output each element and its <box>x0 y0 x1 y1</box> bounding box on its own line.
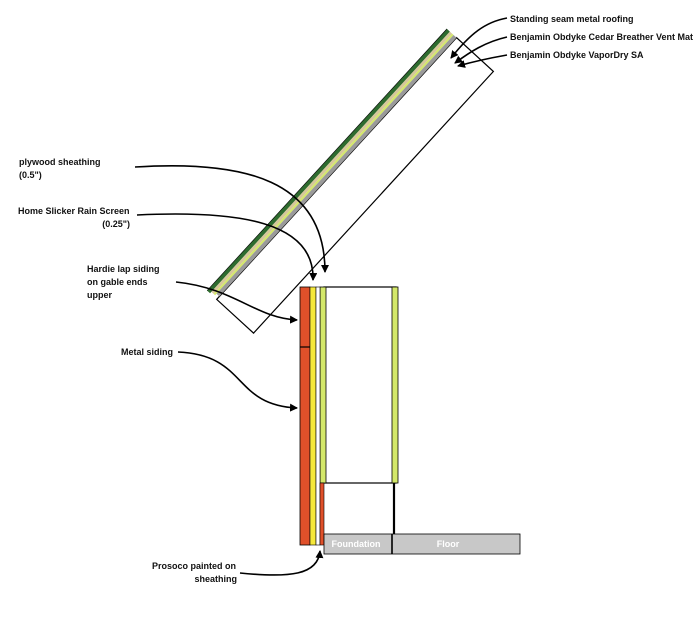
prosoco-label-line2: sheathing <box>194 574 237 584</box>
hardie-label-line1: Hardie lap siding <box>87 264 160 274</box>
roof-assembly <box>206 28 495 335</box>
slicker-label-line1: Home Slicker Rain Screen <box>18 206 130 216</box>
roof-vapor-layer <box>213 33 454 296</box>
upper-stud-strip-left <box>319 286 327 484</box>
roof-edge-line <box>206 28 448 291</box>
foundation-label: Foundation <box>332 539 381 549</box>
upper-wall-cavity <box>323 286 397 484</box>
yellow-sheathing-layer <box>309 286 317 546</box>
roof-sheathing-layer <box>216 34 457 297</box>
slicker-label-line2: (0.25") <box>102 219 130 229</box>
upper-stud-strip-right <box>391 286 399 484</box>
plywood-arrow <box>134 164 329 273</box>
floor-label: Floor <box>437 539 460 549</box>
vapordry-arrow <box>457 54 508 68</box>
metal-siding-layer <box>299 286 311 546</box>
hardie-label-line3: upper <box>87 290 112 300</box>
slicker-arrow <box>136 213 318 281</box>
foundation-slab <box>323 533 521 555</box>
metal-siding-arrow <box>177 351 298 412</box>
prosoco-arrow <box>239 550 324 576</box>
rain-screen-layer <box>315 286 321 546</box>
vapordry-label: Benjamin Obdyke VaporDry SA <box>510 50 644 60</box>
standing-seam-label: Standing seam metal roofing <box>510 14 634 24</box>
plywood-label-line1: plywood sheathing <box>19 157 101 167</box>
hardie-arrow <box>175 281 298 324</box>
hardie-label-line2: on gable ends <box>87 277 148 287</box>
prosoco-label-line1: Prosoco painted on <box>152 561 236 571</box>
cedar-breather-label: Benjamin Obdyke Cedar Breather Vent Mat <box>510 32 693 42</box>
metal-siding-label: Metal siding <box>121 347 173 357</box>
standing-seam-arrow <box>450 17 508 59</box>
lower-red-layer <box>319 482 325 546</box>
roof-vent-mat-layer <box>211 31 453 294</box>
roof-metal-layer <box>207 28 450 294</box>
plywood-label-line2: (0.5") <box>19 170 42 180</box>
